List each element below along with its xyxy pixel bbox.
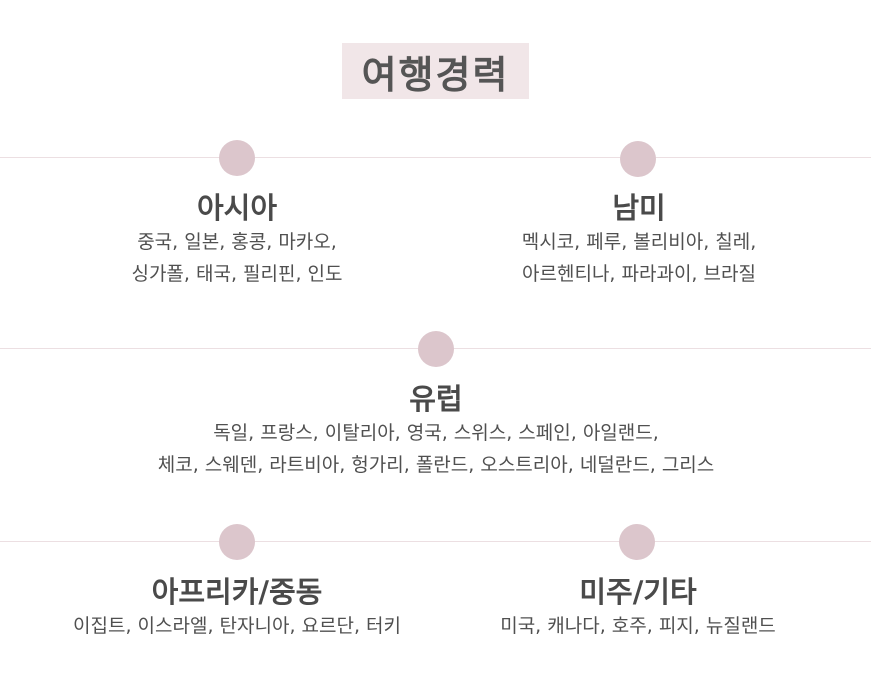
region-countries-asia-2: 싱가폴, 태국, 필리핀, 인도 xyxy=(131,263,343,285)
region-africa-middle-east: 아프리카/중동 이집트, 이스라엘, 탄자니아, 요르단, 터키 xyxy=(73,574,401,642)
marker-dot-africa-middle-east xyxy=(219,524,255,560)
marker-dot-asia xyxy=(219,140,255,176)
marker-dot-south-america xyxy=(620,141,656,177)
region-americas-other: 미주/기타 미국, 캐나다, 호주, 피지, 뉴질랜드 xyxy=(500,574,776,642)
region-south-america: 남미 멕시코, 페루, 볼리비아, 칠레, 아르헨티나, 파라과이, 브라질 xyxy=(522,190,757,290)
region-countries-americas-other-1: 미국, 캐나다, 호주, 피지, 뉴질랜드 xyxy=(500,615,776,637)
region-countries-africa-middle-east-1: 이집트, 이스라엘, 탄자니아, 요르단, 터키 xyxy=(73,615,401,637)
region-name-europe: 유럽 xyxy=(409,382,463,416)
marker-dot-europe xyxy=(418,331,454,367)
marker-dot-americas-other xyxy=(619,524,655,560)
region-countries-europe-1: 독일, 프랑스, 이탈리아, 영국, 스위스, 스페인, 아일랜드, xyxy=(213,422,659,444)
divider-line-row3 xyxy=(0,541,871,542)
region-name-americas-other: 미주/기타 xyxy=(579,575,697,609)
region-name-asia: 아시아 xyxy=(196,191,278,225)
region-asia: 아시아 중국, 일본, 홍콩, 마카오, 싱가폴, 태국, 필리핀, 인도 xyxy=(131,190,342,290)
region-countries-europe-2: 체코, 스웨덴, 라트비아, 헝가리, 폴란드, 오스트리아, 네덜란드, 그리… xyxy=(157,454,715,476)
region-name-south-america: 남미 xyxy=(612,191,666,225)
divider-line-row1 xyxy=(0,157,871,158)
title-box: 여행경력 xyxy=(342,43,529,99)
region-europe: 유럽 독일, 프랑스, 이탈리아, 영국, 스위스, 스페인, 아일랜드, 체코… xyxy=(158,381,715,481)
page-title: 여행경력 xyxy=(361,52,510,97)
region-countries-south-america-2: 아르헨티나, 파라과이, 브라질 xyxy=(522,263,756,285)
region-countries-asia-1: 중국, 일본, 홍콩, 마카오, xyxy=(137,231,337,253)
region-countries-south-america-1: 멕시코, 페루, 볼리비아, 칠레, xyxy=(521,231,757,253)
region-name-africa-middle-east: 아프리카/중동 xyxy=(151,575,323,609)
